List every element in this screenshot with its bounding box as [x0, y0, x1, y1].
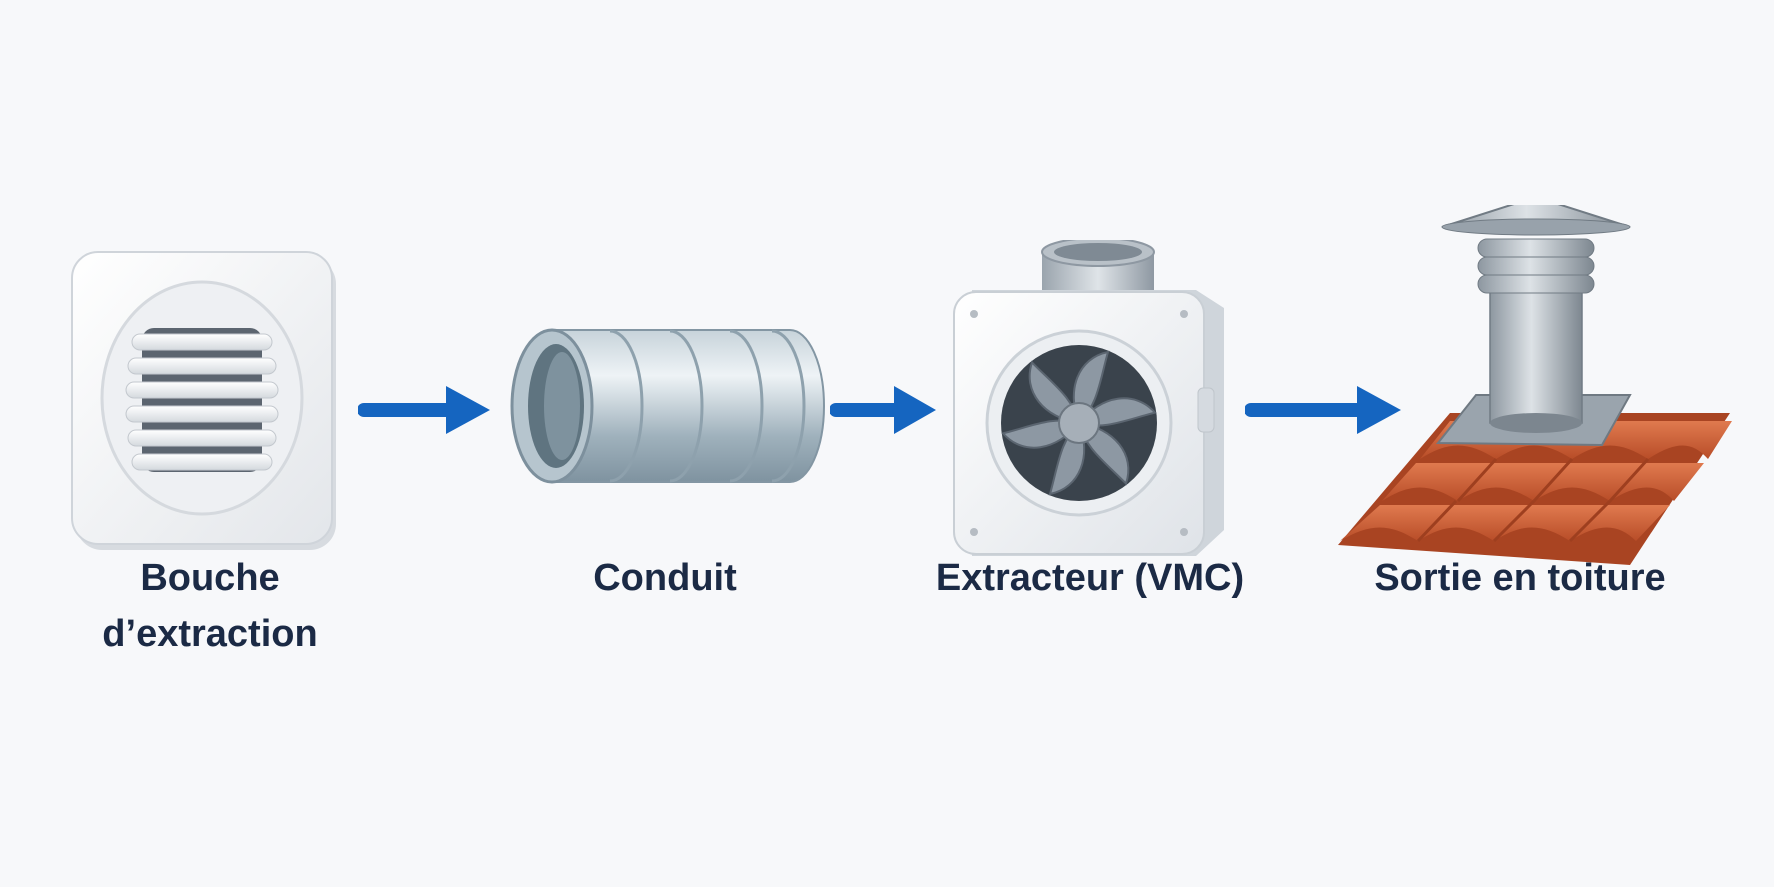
flow-arrow-3 [1245, 386, 1401, 434]
duct-pipe-icon [510, 328, 825, 484]
step-label-bouche: Bouche d’extraction [102, 557, 318, 655]
extraction-grille-icon [71, 251, 336, 550]
step-label-conduit: Conduit [593, 557, 737, 599]
grille-slats [125, 333, 279, 471]
flow-arrow-2 [830, 386, 936, 434]
extractor-fan-icon [953, 240, 1224, 556]
step-label-extracteur: Extracteur (VMC) [935, 557, 1245, 599]
roof-tiles [1338, 413, 1732, 565]
flow-arrow-1 [358, 386, 490, 434]
roof-outlet-icon [1338, 205, 1732, 565]
step-label-sortie: Sortie en toiture [1374, 557, 1666, 599]
outlet-louvers [1477, 238, 1595, 294]
